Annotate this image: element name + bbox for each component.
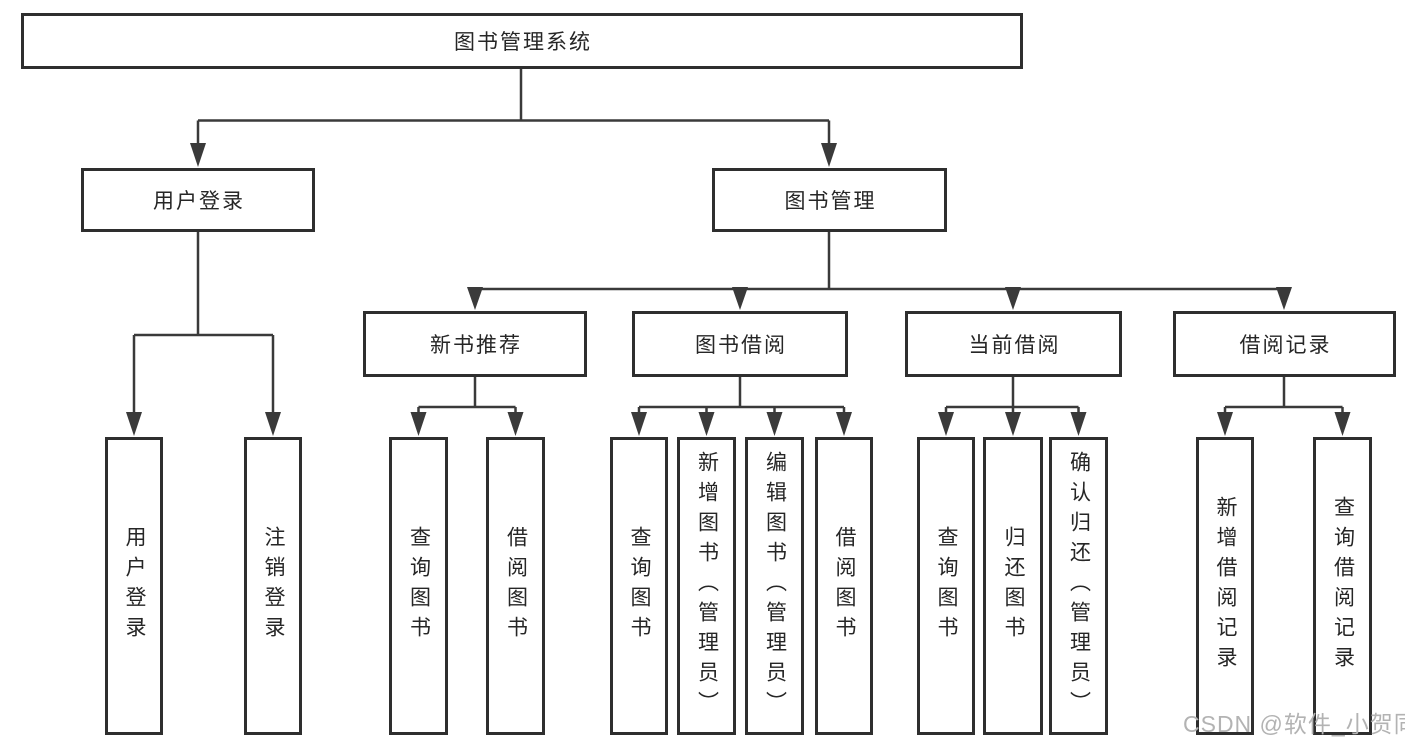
leaf-query-borrow-record: 查询借阅记录 bbox=[1313, 437, 1372, 735]
node-new-book-recommend: 新书推荐 bbox=[363, 311, 587, 377]
node-label: 新增图书（管理员） bbox=[695, 451, 719, 721]
node-label: 用户登录 bbox=[153, 190, 245, 213]
node-label: 图书管理系统 bbox=[454, 31, 592, 54]
leaf-borrow-books-2: 借阅图书 bbox=[815, 437, 873, 735]
node-borrow-records: 借阅记录 bbox=[1173, 311, 1396, 377]
leaf-return-book: 归还图书 bbox=[983, 437, 1043, 735]
node-label: 图书借阅 bbox=[695, 334, 787, 357]
node-label: 新书推荐 bbox=[430, 334, 522, 357]
node-label: 借阅记录 bbox=[1239, 334, 1332, 357]
node-label: 归还图书 bbox=[1002, 526, 1025, 646]
node-label: 查询图书 bbox=[628, 526, 651, 646]
csdn-watermark: CSDN @软件_小贺同学 bbox=[1183, 711, 1405, 737]
node-label: 当前借阅 bbox=[968, 334, 1061, 357]
node-label: 借阅图书 bbox=[504, 526, 528, 646]
node-label: 用户登录 bbox=[123, 526, 146, 646]
leaf-query-books-1: 查询图书 bbox=[389, 437, 448, 735]
node-label: 编辑图书（管理员） bbox=[763, 451, 787, 721]
node-label: 查询图书 bbox=[407, 526, 431, 646]
leaf-confirm-return-admin: 确认归还（管理员） bbox=[1049, 437, 1108, 735]
node-book-borrow: 图书借阅 bbox=[632, 311, 848, 377]
leaf-logout: 注销登录 bbox=[244, 437, 302, 735]
node-label: 注销登录 bbox=[262, 526, 285, 646]
leaf-borrow-books-1: 借阅图书 bbox=[486, 437, 545, 735]
leaf-query-books-3: 查询图书 bbox=[917, 437, 975, 735]
node-label: 新增借阅记录 bbox=[1214, 496, 1237, 676]
node-book-management: 图书管理 bbox=[712, 168, 947, 232]
node-current-borrow: 当前借阅 bbox=[905, 311, 1122, 377]
leaf-query-books-2: 查询图书 bbox=[610, 437, 668, 735]
arrowheads bbox=[126, 143, 1351, 436]
node-label: 确认归还（管理员） bbox=[1067, 451, 1091, 721]
node-label: 查询借阅记录 bbox=[1331, 496, 1355, 676]
node-label: 图书管理 bbox=[784, 190, 877, 213]
node-root-library-management-system: 图书管理系统 bbox=[21, 13, 1023, 69]
leaf-user-login: 用户登录 bbox=[105, 437, 163, 735]
node-user-login: 用户登录 bbox=[81, 168, 315, 232]
node-label: 借阅图书 bbox=[833, 526, 856, 646]
leaf-add-borrow-record: 新增借阅记录 bbox=[1196, 437, 1254, 735]
leaf-add-book-admin: 新增图书（管理员） bbox=[677, 437, 736, 735]
leaf-edit-book-admin: 编辑图书（管理员） bbox=[745, 437, 804, 735]
node-label: 查询图书 bbox=[935, 526, 958, 646]
